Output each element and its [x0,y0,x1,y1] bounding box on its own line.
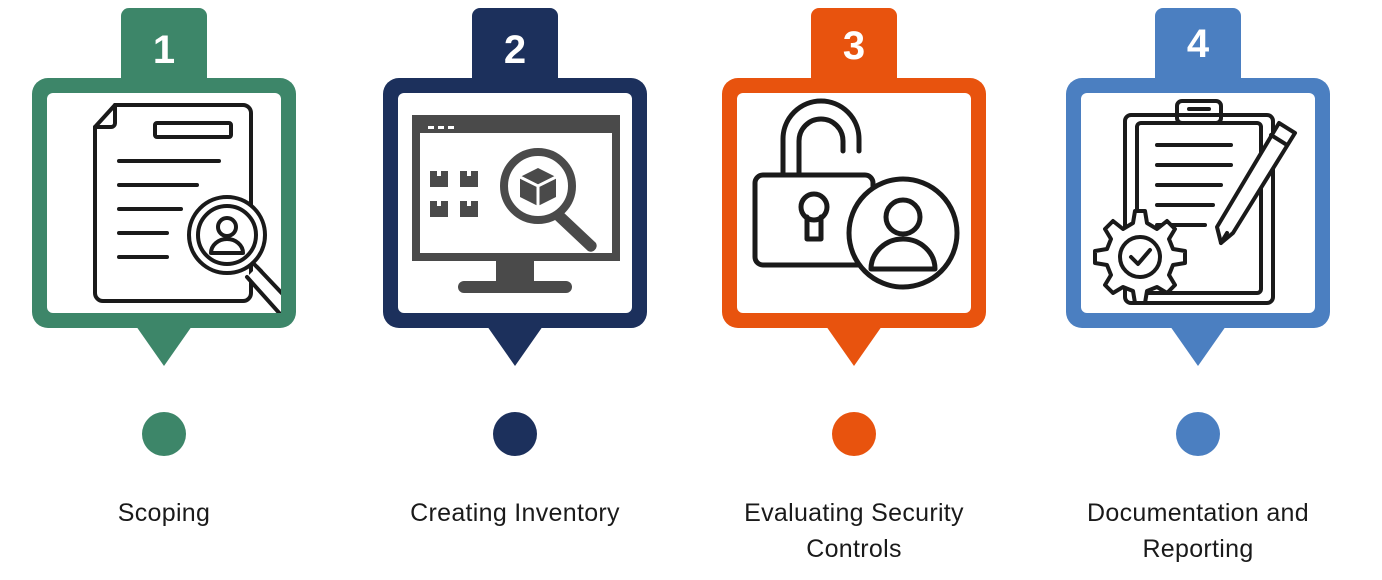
step-3-timeline-dot [832,412,876,456]
step-1-pointer [136,326,192,366]
step-1-timeline-dot [142,412,186,456]
unlocked-padlock-user-icon [752,98,960,290]
step-1-label: Scoping [117,499,211,527]
step-4-label: Documentation and Reporting [1087,499,1309,563]
step-4-timeline-dot [1176,412,1220,456]
step-3-icon-panel [737,93,971,313]
step-4-number-tab: 4 [1155,8,1241,82]
step-1-number-tab: 1 [121,8,207,82]
step-2-card [383,78,647,328]
step-2-label: Creating Inventory [410,499,620,527]
step-2: 2 [365,0,665,580]
monitor-inventory-search-icon [412,115,620,293]
step-3-pointer [826,326,882,366]
step-3: 3 Evaluating Security Controls [704,0,1004,580]
step-2-number-tab: 2 [472,8,558,82]
step-1-card [32,78,296,328]
step-2-pointer [487,326,543,366]
step-2-timeline-dot [493,412,537,456]
step-1-icon-panel [47,93,281,313]
step-4-icon-panel [1081,93,1315,313]
step-4-pointer [1170,326,1226,366]
clipboard-pencil-gear-icon [1093,99,1297,305]
step-3-label: Evaluating Security Controls [744,499,964,563]
step-2-icon-panel [398,93,632,313]
step-4-card [1066,78,1330,328]
step-3-number-tab: 3 [811,8,897,82]
document-search-user-icon [93,103,281,313]
step-1: 1 Scoping [14,0,314,580]
step-4: 4 Documentation and Reporti [1048,0,1348,580]
step-3-card [722,78,986,328]
